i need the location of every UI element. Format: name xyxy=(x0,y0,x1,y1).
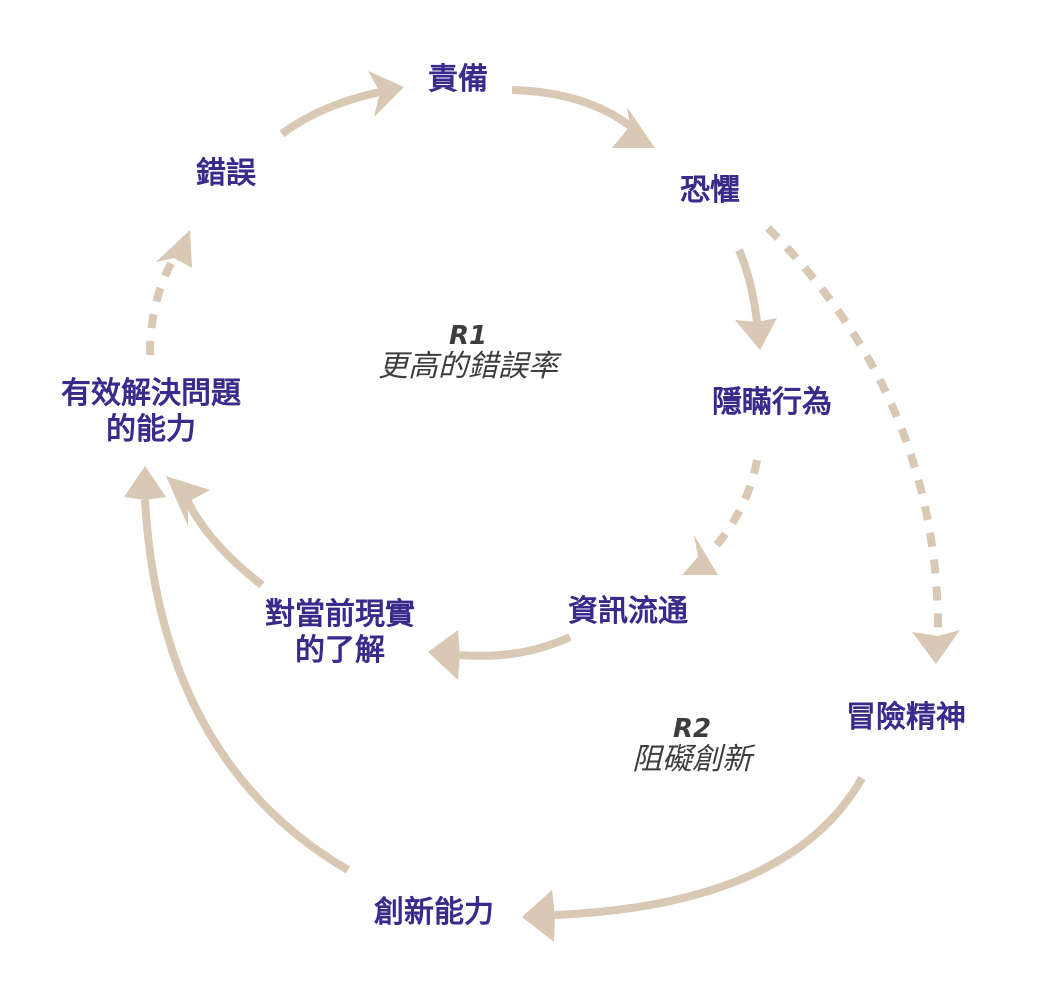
node-risk-taking: 冒險精神 xyxy=(826,700,986,736)
loop-r2-id: R2 xyxy=(672,714,712,744)
node-concealment: 隱瞞行為 xyxy=(692,385,852,421)
arrowhead-problem-solving-inner xyxy=(166,476,210,526)
edge-innovation-to-problem-solving xyxy=(141,499,351,874)
node-fear-label: 恐懼 xyxy=(680,173,740,208)
loop-r1-name: 更高的錯誤率 xyxy=(378,349,558,384)
arrowhead-problem-solving-outer xyxy=(124,466,166,500)
node-problem-solving: 有效解決問題 的能力 xyxy=(36,376,266,448)
edge-understanding-to-problem-solving xyxy=(184,500,265,589)
node-info-flow-label: 資訊流通 xyxy=(568,594,688,629)
arrowhead-errors xyxy=(156,230,192,268)
edge-risk-taking-to-innovation xyxy=(554,776,866,919)
node-understanding: 對當前現實 的了解 xyxy=(242,597,438,669)
edge-blame-to-fear xyxy=(511,86,633,130)
node-understanding-line1: 對當前現實 xyxy=(265,597,415,632)
node-concealment-label: 隱瞞行為 xyxy=(712,385,832,420)
edge-info-flow-to-understanding xyxy=(459,633,572,660)
loop-r1: R1 更高的錯誤率 xyxy=(348,322,588,384)
node-risk-taking-label: 冒險精神 xyxy=(846,700,966,735)
loop-r1-id: R1 xyxy=(448,321,488,351)
arrowhead-info-flow xyxy=(682,535,718,575)
node-errors-label: 錯誤 xyxy=(196,156,256,191)
loop-r2: R2 阻礙創新 xyxy=(602,715,782,777)
node-understanding-line2: 的了解 xyxy=(295,633,385,668)
arrowhead-concealment xyxy=(735,318,777,350)
node-errors: 錯誤 xyxy=(180,156,272,192)
node-info-flow: 資訊流通 xyxy=(548,594,708,630)
arrowhead-fear xyxy=(612,107,655,148)
node-blame: 責備 xyxy=(412,62,504,98)
edge-fear-to-risk-taking xyxy=(765,225,943,637)
arrowhead-understanding xyxy=(428,630,460,680)
node-innovation-label: 創新能力 xyxy=(374,895,494,930)
edge-concealment-to-info-flow xyxy=(707,459,761,556)
node-innovation: 創新能力 xyxy=(354,895,514,931)
node-blame-label: 責備 xyxy=(428,62,488,97)
edge-fear-to-concealment xyxy=(735,248,761,323)
loop-r2-name: 阻礙創新 xyxy=(632,742,752,777)
edge-problem-solving-to-errors xyxy=(146,256,178,356)
node-fear: 恐懼 xyxy=(664,173,756,209)
edge-errors-to-blame xyxy=(279,88,381,138)
arrowhead-innovation xyxy=(522,890,555,942)
node-problem-solving-line2: 的能力 xyxy=(106,412,196,447)
arrowhead-blame xyxy=(368,71,404,117)
node-problem-solving-line1: 有效解決問題 xyxy=(61,376,241,411)
arrowhead-risk-taking xyxy=(912,630,960,664)
